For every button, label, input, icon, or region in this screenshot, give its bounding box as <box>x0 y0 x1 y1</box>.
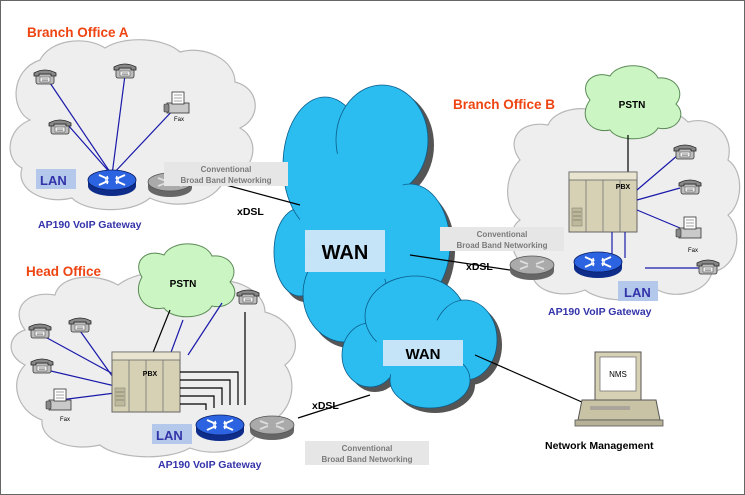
conventional-line2: Broad Band Networking <box>180 176 271 185</box>
branch-a-gateway: AP190 VoIP Gateway <box>38 219 142 231</box>
xdsl-label-b: xDSL <box>466 261 493 273</box>
phone-icon <box>673 144 697 160</box>
pbx-icon <box>111 351 181 413</box>
nms-workstation <box>574 351 664 427</box>
phone-icon <box>28 323 52 339</box>
router-icon <box>87 169 137 197</box>
phone-icon <box>33 69 57 85</box>
phone-icon <box>678 179 702 195</box>
head-pbx: PBX <box>143 371 158 378</box>
head-pstn: PSTN <box>170 279 197 290</box>
conventional-line2: Broad Band Networking <box>456 241 547 250</box>
conventional-line1: Conventional <box>342 444 393 453</box>
network-management-label: Network Management <box>545 440 654 452</box>
phone-icon <box>48 119 72 135</box>
fax-label: Fax <box>688 248 698 254</box>
wan-badge <box>383 340 463 366</box>
phone-icon <box>68 317 92 333</box>
head-office-title: Head Office <box>26 264 102 279</box>
head-gateway: AP190 VoIP Gateway <box>158 459 262 471</box>
conventional-line1: Conventional <box>201 165 252 174</box>
branch-b-phone-lines <box>611 154 700 269</box>
pbx-icon <box>568 171 638 233</box>
branch-b-pbx: PBX <box>616 184 631 191</box>
branch-b-title: Branch Office B <box>453 97 555 112</box>
branch-b-pstn-cloud <box>584 65 682 140</box>
branch-a-lan: LAN <box>40 173 67 188</box>
fax-label: Fax <box>174 117 184 123</box>
wan-badge <box>305 230 385 272</box>
branch-a-phone-lines <box>47 74 176 176</box>
phone-icon <box>696 259 720 275</box>
conventional-badge <box>305 441 429 465</box>
lan-badge <box>152 424 192 444</box>
head-lan: LAN <box>156 428 183 443</box>
pstn-trunk <box>151 309 171 356</box>
router-icon <box>195 414 245 442</box>
branch-b-pstn: PSTN <box>619 100 646 111</box>
branch-a-title: Branch Office A <box>27 25 129 40</box>
head-pstn-cloud <box>137 243 236 318</box>
lan-badge <box>618 281 658 301</box>
branch-b-lan: LAN <box>624 285 651 300</box>
branch-b-gateway: AP190 VoIP Gateway <box>548 306 652 318</box>
wan-secondary-label: WAN <box>406 346 441 363</box>
pbx-trunk-lines <box>180 312 246 410</box>
conventional-line2: Broad Band Networking <box>321 455 412 464</box>
wan-main-label: WAN <box>322 242 369 264</box>
fax-label: Fax <box>60 417 70 423</box>
lan-badge <box>36 169 76 189</box>
xdsl-label-head: xDSL <box>312 400 339 412</box>
phone-icon <box>113 63 137 79</box>
router-icon <box>573 251 623 279</box>
phone-icon <box>236 289 260 305</box>
modem-icon <box>509 255 555 281</box>
conventional-line1: Conventional <box>477 230 528 239</box>
xdsl-label-a: xDSL <box>237 206 264 218</box>
modem-icon <box>249 415 295 441</box>
phone-icon <box>30 358 54 374</box>
conventional-badge <box>164 162 288 186</box>
nms-screen-label: NMS <box>609 370 627 379</box>
conventional-badge <box>440 227 564 251</box>
